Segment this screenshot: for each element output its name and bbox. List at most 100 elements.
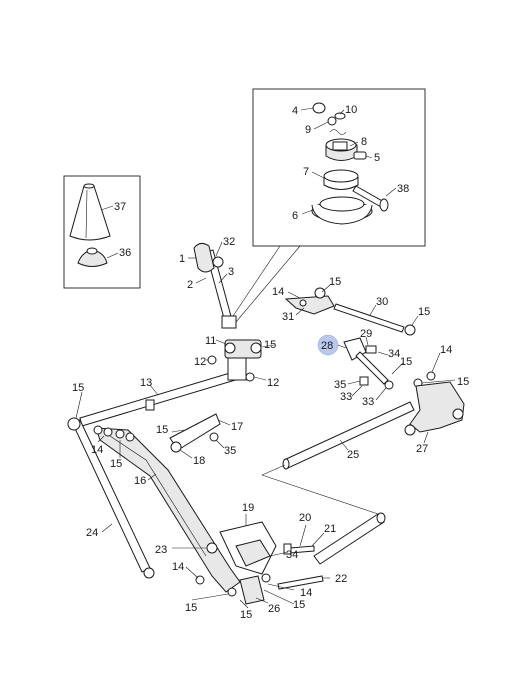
callout-22: 22 — [335, 573, 347, 585]
arm-bush-1 — [93, 425, 103, 435]
callout-24: 24 — [86, 527, 98, 539]
callout-14-upper: 14 — [272, 286, 284, 298]
callout-33-right: 33 — [362, 396, 374, 408]
tube-25-end — [282, 458, 290, 470]
leader-4 — [300, 107, 314, 111]
lever-31-bolt — [314, 287, 326, 299]
leader-38 — [385, 187, 397, 197]
leader-2 — [195, 277, 207, 284]
callout-7: 7 — [303, 166, 309, 178]
bell-crank-11-12: 11 15 12 12 — [194, 335, 279, 389]
lever-31-pin — [299, 299, 307, 307]
callout-31: 31 — [282, 311, 294, 323]
crank-bush-left — [224, 342, 236, 354]
washer — [334, 112, 346, 120]
bracket-27-body — [409, 381, 465, 433]
leader-10 — [339, 109, 345, 115]
leader-36 — [106, 252, 119, 259]
gear-lever-joint — [221, 315, 237, 329]
callout-14-left: 14 — [91, 444, 103, 456]
selector-tube-25: 25 — [261, 401, 415, 515]
callout-2: 2 — [187, 279, 193, 291]
leader-14b — [431, 352, 441, 373]
leader-5 — [365, 155, 373, 159]
callout-29: 29 — [360, 328, 372, 340]
bolt-23 — [206, 542, 218, 554]
bracket-17: 17 15 18 35 — [156, 413, 243, 467]
leader-16 — [147, 473, 157, 481]
arm-16 — [95, 427, 241, 593]
bolt-22 — [277, 575, 324, 590]
callout-27: 27 — [416, 443, 428, 455]
frame-arm-16: 16 14 15 — [91, 425, 241, 593]
bracket-27-hole-right — [452, 408, 464, 420]
callout-15-lower-mid: 15 — [240, 609, 252, 621]
arm-bush-4 — [125, 432, 135, 442]
callout-35-bracket: 35 — [224, 445, 236, 457]
leader-18 — [179, 449, 193, 459]
leader-14-lower-left — [185, 566, 199, 579]
callout-4: 4 — [292, 105, 298, 117]
cap — [312, 102, 326, 114]
callout-35-upper: 35 — [334, 379, 346, 391]
callout-15-upper: 15 — [329, 276, 341, 288]
gear-lever-assembly: 1 2 3 32 — [179, 236, 237, 329]
leader-12b — [253, 376, 267, 381]
leader-25 — [339, 439, 349, 451]
callout-23: 23 — [155, 544, 167, 556]
gaiter-mount-top — [86, 247, 98, 255]
gaiter-boot — [69, 185, 111, 241]
gaiter-boot-seam — [85, 189, 88, 239]
gear-lever-knob — [193, 242, 215, 273]
mounting-bracket-27: 27 — [404, 381, 465, 455]
callout-15-left: 15 — [72, 382, 84, 394]
crank-bush-right — [250, 342, 262, 354]
callout-15-lower-left: 15 — [185, 602, 197, 614]
leader-13 — [149, 384, 159, 396]
leader-35a — [347, 380, 361, 385]
leader-31 — [295, 307, 305, 316]
arm-16-inner-edge — [109, 435, 207, 557]
leader-20 — [299, 524, 307, 547]
lever-26 — [239, 575, 265, 605]
gaiter-mount — [77, 249, 108, 267]
callout-36: 36 — [119, 247, 131, 259]
crank-bolt-12 — [207, 355, 217, 365]
callout-20: 20 — [299, 512, 311, 524]
leader-24 — [101, 523, 113, 533]
leader-14a — [287, 291, 301, 299]
leader-15-lower-mid — [239, 599, 249, 609]
callout-15-bracket: 15 — [156, 424, 168, 436]
crank-bolt-12b — [245, 372, 255, 382]
callout-16: 16 — [134, 475, 146, 487]
leader-34-lower — [269, 551, 289, 557]
callout-25: 25 — [347, 449, 359, 461]
bracket-27-hole-left — [404, 424, 416, 436]
callout-38: 38 — [397, 183, 409, 195]
tube-lower-right — [313, 513, 385, 565]
leader-15-lower-right — [263, 589, 295, 605]
callout-15-right: 15 — [457, 376, 469, 388]
leader-9 — [313, 121, 329, 130]
callout-6: 6 — [292, 210, 298, 222]
inset-pointer-line-left — [228, 245, 281, 323]
callout-8: 8 — [361, 136, 367, 148]
leader-29 — [365, 336, 369, 346]
leader-15a — [321, 284, 331, 293]
callout-34-upper: 34 — [388, 348, 400, 360]
leader-11 — [215, 339, 227, 345]
callout-1: 1 — [179, 253, 185, 265]
callout-12-left: 12 — [194, 356, 206, 368]
leader-17 — [217, 419, 231, 426]
leader-33a — [351, 385, 363, 397]
leader-21 — [311, 532, 325, 547]
base-housing-rim — [311, 204, 373, 225]
leader-7 — [311, 171, 325, 179]
guide-line-25-lower — [261, 474, 379, 515]
callout-28[interactable]: 28 — [321, 340, 333, 352]
callout-14-lower-right: 14 — [300, 587, 312, 599]
callout-15-link: 15 — [400, 356, 412, 368]
spring — [329, 129, 347, 135]
